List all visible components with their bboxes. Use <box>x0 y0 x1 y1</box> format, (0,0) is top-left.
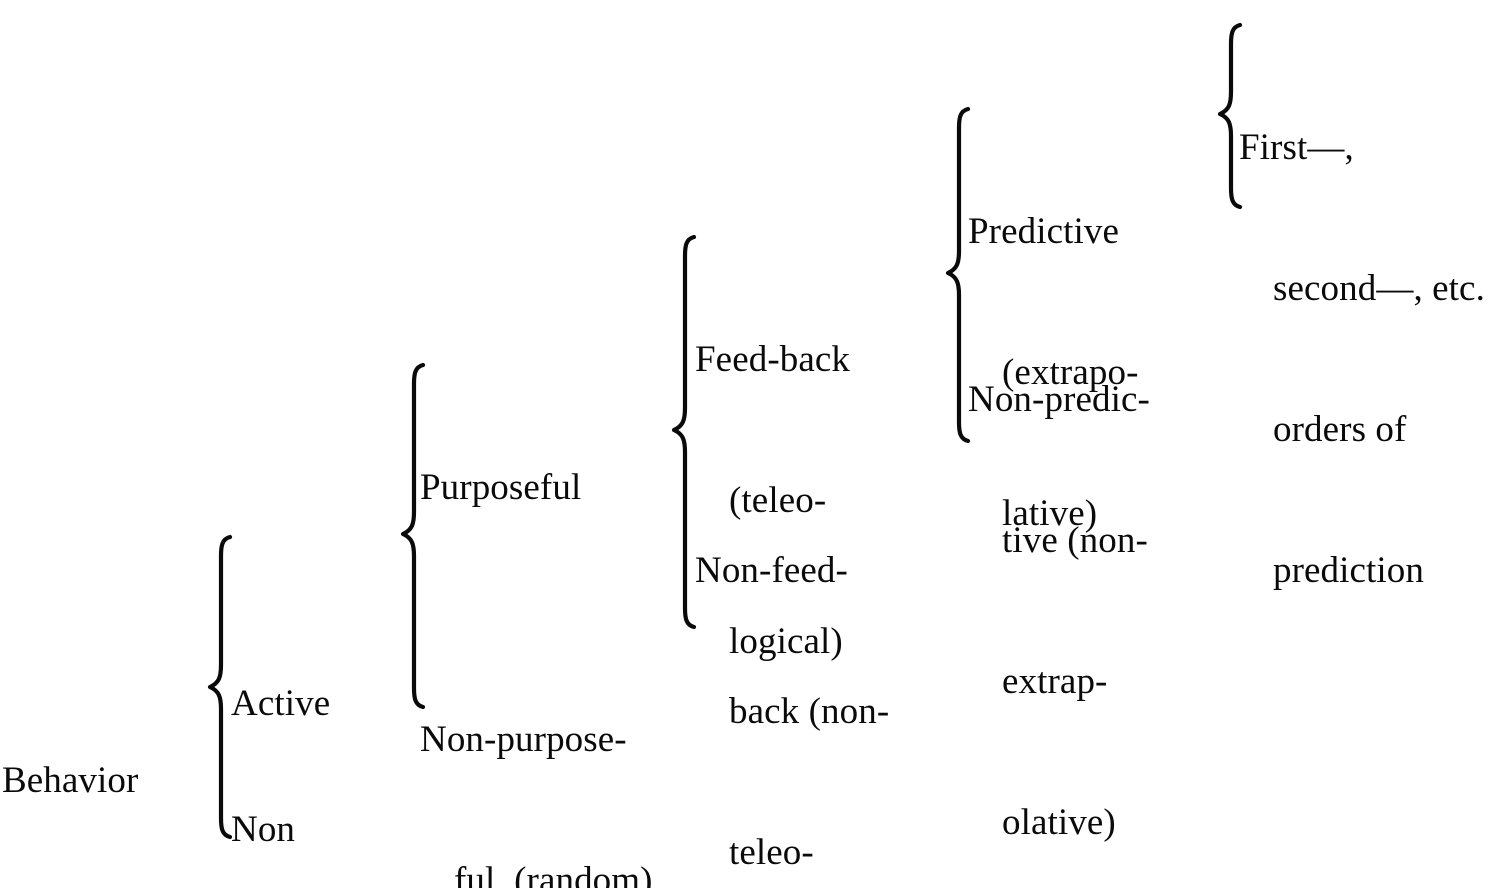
node-feedback-line-1: Feed-back <box>695 339 850 380</box>
node-orders-of-prediction: First—, second—, etc. orders of predicti… <box>1239 30 1485 688</box>
node-active: Active <box>231 586 330 821</box>
node-non-feedback-line-3: teleo- <box>729 832 814 873</box>
node-non-purposeful: Non-purpose- ful (random) <box>420 622 653 888</box>
node-non-predictive-line-4: olative) <box>1002 802 1116 843</box>
node-non-feedback: Non-feed- back (non- teleo- logical) <box>695 453 889 888</box>
brace-predictive <box>1216 22 1246 210</box>
node-purposeful-line-1: Purposeful <box>420 467 582 508</box>
brace-feedback <box>944 106 974 444</box>
node-non-feedback-line-2: back (non- <box>729 691 890 732</box>
brace-behavior <box>206 534 236 840</box>
node-predictive-line-2: (extrapo- <box>1002 352 1139 393</box>
node-behavior: Behavior <box>2 663 138 888</box>
node-feedback-line-3: logical) <box>729 621 843 662</box>
node-non-active-line-1: Non <box>231 809 296 850</box>
node-non-feedback-line-1: Non-feed- <box>695 550 848 591</box>
node-non-predictive-line-1: Non-predic- <box>968 379 1150 420</box>
node-predictive: Predictive (extrapo- lative) <box>968 114 1139 631</box>
node-non-predictive-line-3: extrap- <box>1002 661 1108 702</box>
node-non-active: Non active (passive) <box>231 712 399 888</box>
brace-purposeful <box>670 234 700 630</box>
node-behavior-line-1: Behavior <box>2 760 139 801</box>
node-orders-line-2: second—, etc. <box>1273 268 1485 309</box>
node-non-predictive-line-2: tive (non- <box>1002 520 1148 561</box>
node-feedback: Feed-back (teleo- logical) <box>695 242 850 759</box>
brace-active <box>399 362 429 710</box>
node-non-purposeful-line-2: ful (random) <box>454 860 653 888</box>
node-active-line-1: Active <box>231 683 331 724</box>
node-predictive-line-3: lative) <box>1002 493 1098 534</box>
node-non-purposeful-line-1: Non-purpose- <box>420 719 627 760</box>
node-orders-line-3: orders of <box>1273 409 1407 450</box>
node-orders-line-1: First—, <box>1239 127 1354 168</box>
node-non-predictive: Non-predic- tive (non- extrap- olative) <box>968 282 1150 888</box>
node-purposeful: Purposeful <box>420 370 581 605</box>
node-predictive-line-1: Predictive <box>968 211 1120 252</box>
node-feedback-line-2: (teleo- <box>729 480 827 521</box>
node-orders-line-4: prediction <box>1273 550 1425 591</box>
